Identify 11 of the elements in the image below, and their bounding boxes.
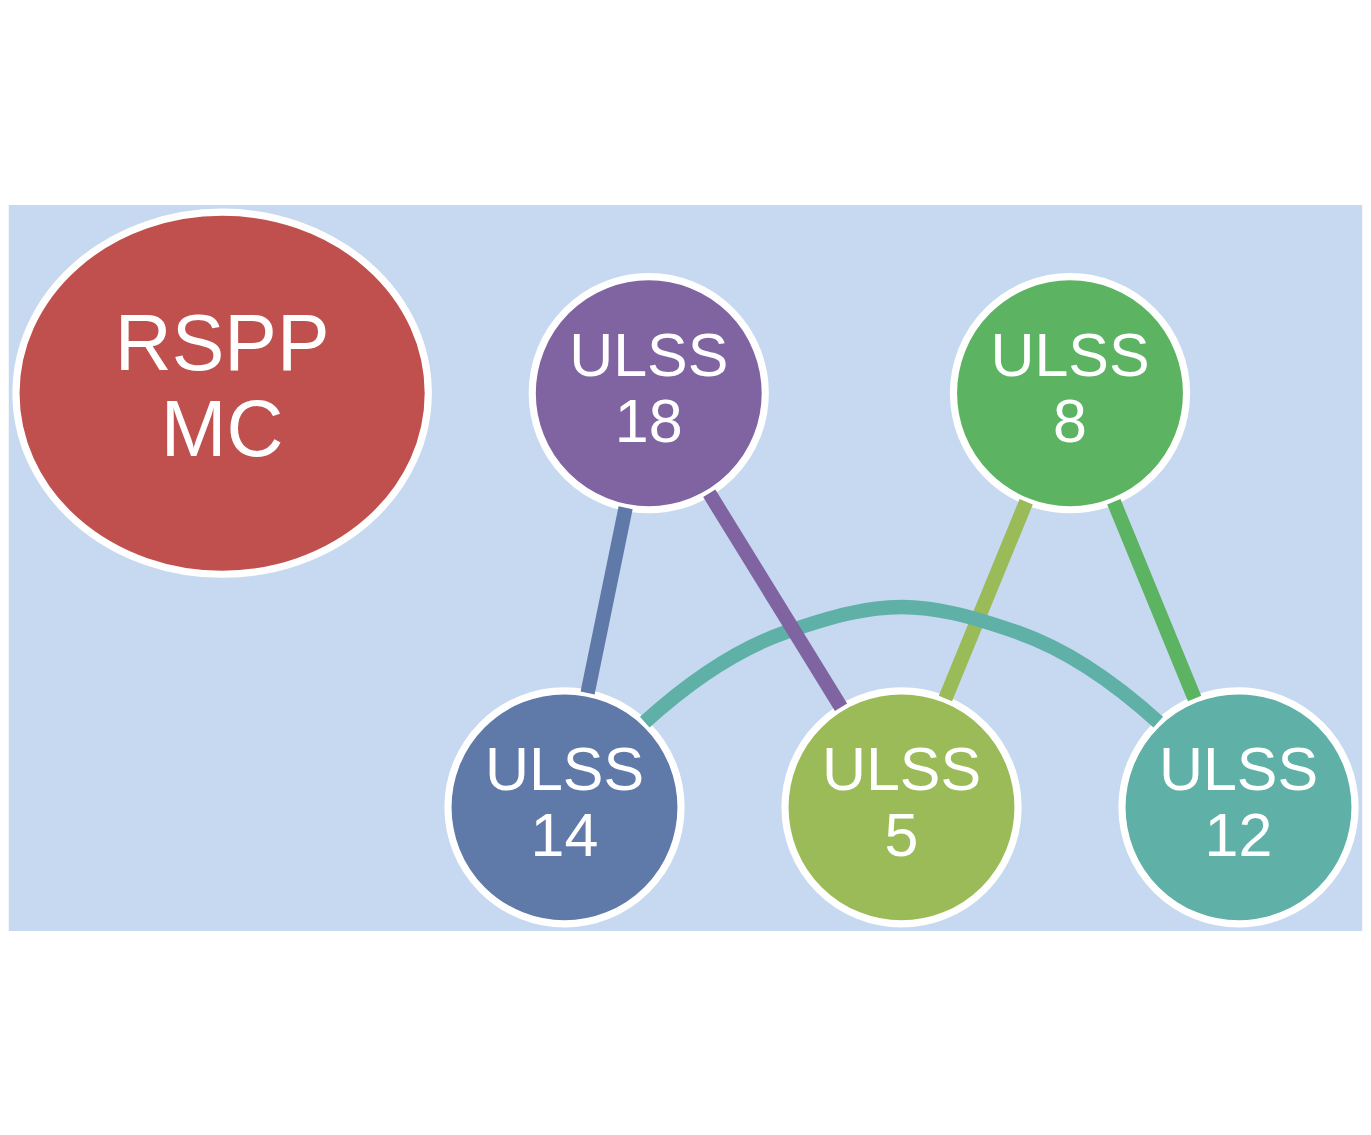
connector [703, 489, 848, 711]
connector [580, 505, 633, 694]
node-circle: ULSS 12 [1118, 686, 1359, 927]
node-ellipse: RSPP MC [12, 208, 432, 578]
connector [938, 498, 1033, 701]
node-circle: ULSS 5 [781, 686, 1022, 927]
node-circle: ULSS 14 [444, 686, 685, 927]
node-circle: ULSS 18 [528, 272, 769, 513]
connector [640, 599, 1164, 727]
node-circle: ULSS 8 [949, 272, 1191, 513]
connector [1107, 498, 1202, 701]
